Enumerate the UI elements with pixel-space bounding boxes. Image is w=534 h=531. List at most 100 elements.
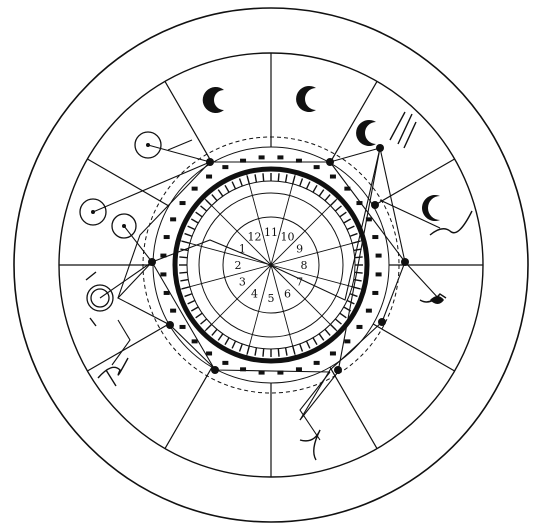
house-line xyxy=(373,159,454,206)
band-glyph xyxy=(222,361,228,365)
aspect-node xyxy=(211,366,219,374)
band-tick xyxy=(355,272,363,273)
band-glyph xyxy=(372,235,378,239)
inner-spoke xyxy=(203,265,271,333)
band-glyph xyxy=(206,175,212,179)
band-glyph xyxy=(180,325,186,329)
band-tick xyxy=(263,349,264,357)
band-tick xyxy=(188,226,195,229)
inner-number: 3 xyxy=(239,276,246,289)
band-tick xyxy=(191,219,198,223)
band-tick xyxy=(218,190,223,197)
band-tick xyxy=(218,334,223,341)
band-tick xyxy=(232,341,235,348)
sign-glyph-icon xyxy=(430,296,444,304)
house-line xyxy=(330,367,377,448)
band-tick xyxy=(191,307,198,311)
inner-number: 12 xyxy=(248,230,262,243)
band-tick xyxy=(325,195,330,201)
inner-number: 9 xyxy=(296,243,303,256)
band-tick xyxy=(335,206,341,211)
house-line xyxy=(87,324,168,371)
inner-spoke xyxy=(271,265,296,358)
band-glyph xyxy=(376,272,382,276)
band-glyph xyxy=(277,155,283,159)
band-tick xyxy=(255,348,256,356)
band-tick xyxy=(240,344,243,352)
band-tick xyxy=(225,338,229,345)
band-tick xyxy=(313,338,317,345)
aspect-node xyxy=(378,318,386,326)
inner-number: 4 xyxy=(251,288,258,301)
band-glyph xyxy=(170,217,176,221)
band-tick xyxy=(232,182,235,189)
band-tick xyxy=(188,300,195,303)
inner-spoke xyxy=(271,240,364,265)
band-tick xyxy=(300,344,303,352)
aspect-node xyxy=(334,366,342,374)
band-glyph xyxy=(259,155,265,159)
band-tick xyxy=(300,179,303,187)
band-tick xyxy=(179,272,187,273)
house-line xyxy=(165,367,212,448)
inner-number: 2 xyxy=(235,259,242,272)
band-tick xyxy=(278,349,279,357)
band-tick xyxy=(340,212,347,217)
band-tick xyxy=(340,313,347,318)
band-tick xyxy=(240,179,243,187)
band-tick xyxy=(325,329,330,335)
band-tick xyxy=(319,190,324,197)
house-line xyxy=(373,324,454,371)
band-tick xyxy=(201,319,207,324)
band-tick xyxy=(313,185,317,192)
inner-number: 6 xyxy=(284,288,291,301)
band-tick xyxy=(180,280,188,281)
band-glyph xyxy=(206,351,212,355)
band-tick xyxy=(201,206,207,211)
band-tick xyxy=(306,341,309,348)
moon-icon xyxy=(422,195,440,221)
inner-spoke xyxy=(178,265,271,290)
band-tick xyxy=(350,294,358,297)
band-tick xyxy=(350,234,358,237)
aspect-node xyxy=(326,158,334,166)
inner-number: 11 xyxy=(264,226,278,239)
band-tick xyxy=(319,334,324,341)
band-tick xyxy=(286,174,287,182)
band-tick xyxy=(196,212,203,217)
inner-spoke xyxy=(178,240,271,265)
aspect-node xyxy=(148,258,156,266)
band-glyph xyxy=(330,351,336,355)
band-glyph xyxy=(314,165,320,169)
band-glyph xyxy=(366,309,372,313)
band-tick xyxy=(344,219,351,223)
band-tick xyxy=(212,195,217,201)
band-tick xyxy=(212,329,217,335)
band-glyph xyxy=(160,272,166,276)
aspect-node xyxy=(401,258,409,266)
band-glyph xyxy=(376,254,382,258)
band-tick xyxy=(278,173,279,181)
band-glyph xyxy=(222,165,228,169)
inner-spoke xyxy=(271,172,296,265)
band-tick xyxy=(335,319,341,324)
inner-spoke xyxy=(271,265,339,333)
moon-icon xyxy=(356,120,376,146)
band-tick xyxy=(286,348,287,356)
aspect-node xyxy=(166,321,174,329)
inner-number: 5 xyxy=(268,292,275,305)
band-glyph xyxy=(192,339,198,343)
inner-spoke xyxy=(246,265,271,358)
aspect-node xyxy=(371,201,379,209)
band-glyph xyxy=(180,201,186,205)
sketch-marks xyxy=(86,112,472,460)
band-tick xyxy=(347,226,354,229)
band-glyph xyxy=(296,367,302,371)
band-tick xyxy=(185,294,193,297)
band-glyph xyxy=(170,309,176,313)
band-tick xyxy=(196,313,203,318)
band-glyph xyxy=(344,339,350,343)
band-glyph xyxy=(356,325,362,329)
band-tick xyxy=(255,174,256,182)
